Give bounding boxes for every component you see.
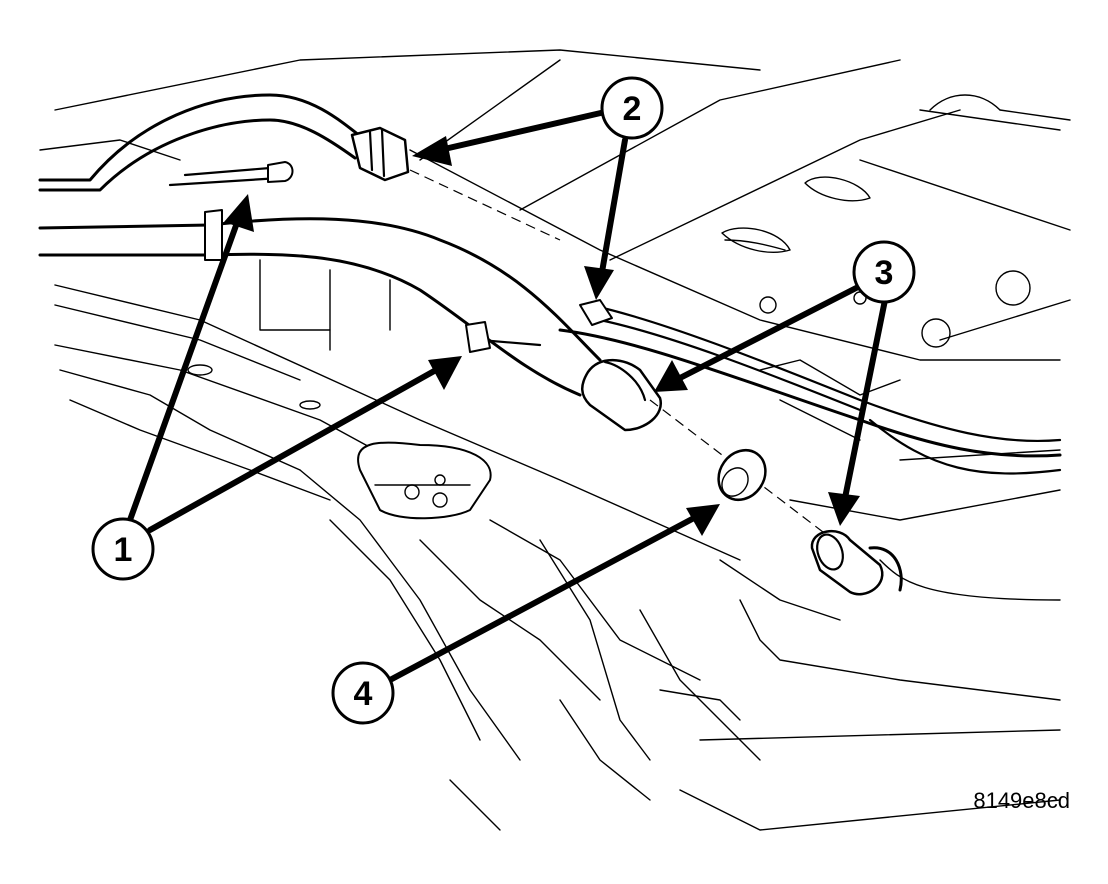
callout-1: 1 (91, 517, 155, 581)
vehicle-underbody (39, 49, 1071, 831)
figure-reference-id: 8149e8cd (973, 788, 1070, 813)
callout-4-label: 4 (354, 675, 373, 713)
callout-2-label: 2 (623, 90, 642, 128)
leader-2a (437, 109, 608, 153)
callout-3-label: 3 (875, 254, 894, 292)
leader-4 (387, 515, 697, 683)
callout-4: 4 (331, 661, 395, 725)
callout-1-label: 1 (114, 531, 133, 569)
callout-3: 3 (852, 240, 916, 304)
fuel-lines (38, 93, 1062, 596)
leader-3b (842, 297, 888, 501)
leader-3a (677, 282, 865, 381)
leader-lines (127, 109, 888, 683)
upper-quick-connect-fitting (350, 126, 410, 182)
leader-2b (599, 137, 628, 275)
callout-2: 2 (600, 76, 664, 140)
fill-hose-coupling (581, 358, 662, 432)
tank-inlet-nipple (810, 529, 884, 596)
leader-1a (127, 217, 241, 523)
grommet-ring (717, 448, 767, 502)
leader-1b (147, 367, 439, 533)
